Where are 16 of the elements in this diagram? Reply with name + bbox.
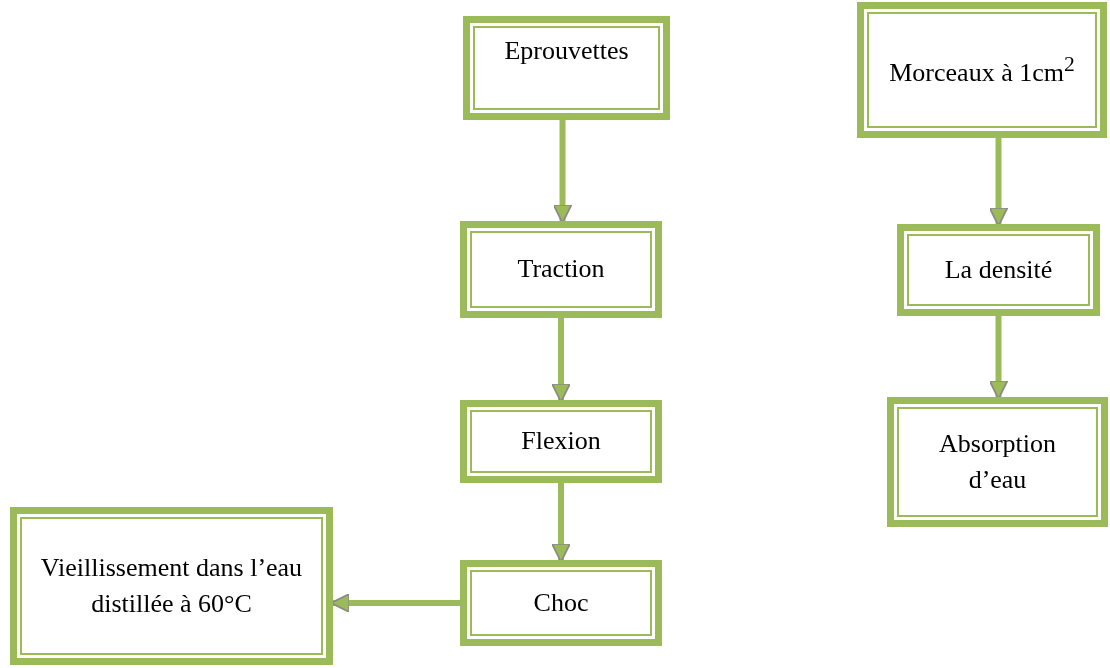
process-box — [857, 2, 1107, 138]
box-label: Flexion — [521, 425, 601, 458]
process-box — [897, 224, 1100, 316]
box-label: Vieillissement dans l’eau distillée à 60°C — [39, 551, 304, 620]
box-label: Traction — [517, 253, 605, 286]
box-label: Absorption d’eau — [938, 427, 1057, 496]
process-box — [460, 400, 662, 483]
box-label: Choc — [533, 586, 589, 619]
process-box — [887, 397, 1108, 527]
process-box — [460, 221, 662, 318]
box-label: Morceaux à 1cm$^{2}$ — [889, 50, 1075, 89]
box-label: La densité — [944, 253, 1053, 286]
process-box — [10, 507, 333, 665]
process-box — [463, 16, 670, 120]
box-label: Eprouvettes — [504, 35, 629, 67]
process-box — [460, 560, 662, 646]
